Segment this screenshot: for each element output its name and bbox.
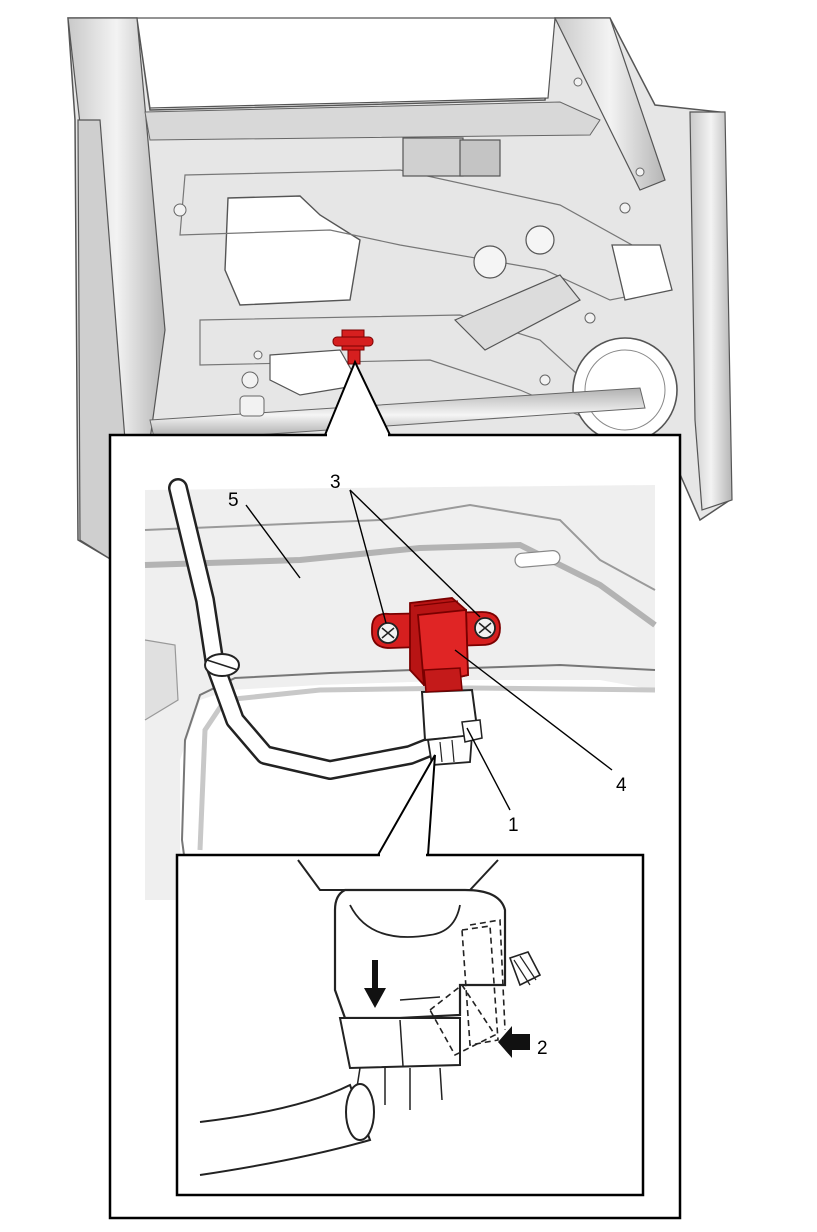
regulator-bar bbox=[453, 274, 581, 351]
panel-bracket bbox=[459, 139, 501, 177]
zoom-harness bbox=[199, 1083, 372, 1176]
right-window-pillar bbox=[554, 17, 666, 191]
detail-opening-edge bbox=[180, 663, 656, 901]
detail-opening-edge bbox=[197, 685, 656, 851]
hinge-edge bbox=[689, 111, 733, 511]
detail-rib-upper bbox=[144, 541, 657, 628]
panel-hole bbox=[525, 225, 555, 255]
sensor-bolt bbox=[377, 622, 399, 644]
detail-door-panel bbox=[145, 485, 655, 900]
callout-5: 5 bbox=[228, 490, 239, 511]
callout-4: 4 bbox=[616, 775, 627, 796]
panel-rib bbox=[179, 169, 661, 301]
connector-zoom-frame: 2 bbox=[175, 754, 645, 1197]
detail-panel-bump bbox=[144, 639, 179, 721]
push-down-arrow-icon bbox=[364, 960, 386, 1008]
speaker-ring bbox=[584, 349, 666, 431]
release-arrow-icon bbox=[498, 1026, 530, 1058]
panel-bracket bbox=[402, 137, 464, 177]
door-inner-panel bbox=[67, 17, 733, 562]
detail-slot bbox=[514, 550, 561, 568]
window-opening bbox=[136, 17, 556, 109]
sensor-overview-highlight bbox=[332, 329, 374, 365]
zoom-lock-tab bbox=[428, 919, 506, 1057]
side-impact-sensor bbox=[371, 597, 501, 693]
access-hole-lower bbox=[269, 349, 361, 396]
panel-hole bbox=[611, 244, 673, 301]
access-hole-upper bbox=[224, 195, 361, 306]
panel-detail-holes bbox=[173, 77, 645, 417]
wire-harness-fill bbox=[170, 480, 443, 778]
sensor-bolt bbox=[474, 617, 496, 639]
belt-rail bbox=[144, 101, 601, 141]
callout-1: 1 bbox=[508, 815, 519, 836]
callout-2: 2 bbox=[537, 1038, 548, 1059]
detail-rib-upper bbox=[144, 503, 656, 591]
zoom-connector-collar bbox=[338, 1017, 461, 1070]
leader-lines bbox=[245, 489, 613, 811]
panel-hole bbox=[473, 245, 507, 279]
callout-3: 3 bbox=[330, 472, 341, 493]
zoom-latch bbox=[508, 951, 542, 987]
